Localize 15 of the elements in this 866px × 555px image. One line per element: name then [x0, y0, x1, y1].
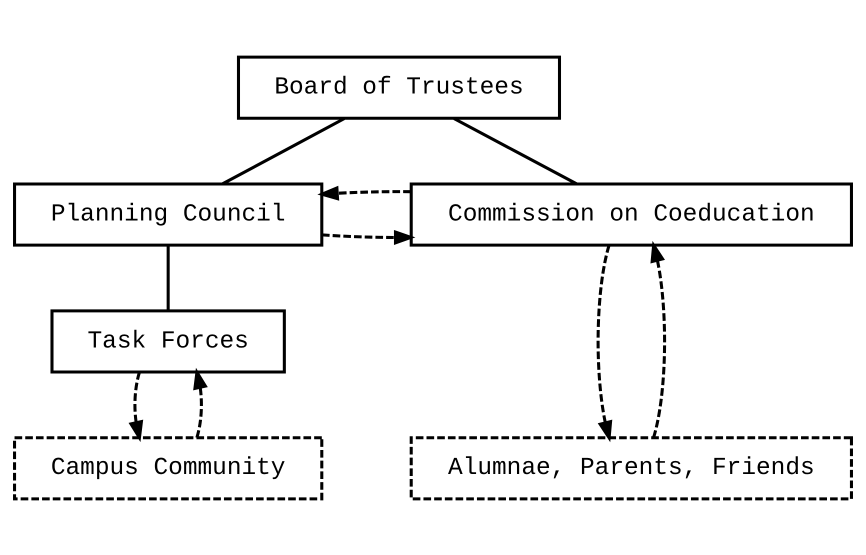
- arrow: [317, 185, 411, 200]
- node-box: Commission on Coeducation: [410, 182, 853, 246]
- arrow: [322, 229, 416, 244]
- arrow: [128, 371, 144, 442]
- node-box: Campus Community: [13, 436, 324, 500]
- node-box: Planning Council: [13, 182, 324, 246]
- arrow: [596, 244, 612, 442]
- arrow: [650, 240, 666, 438]
- connector: [166, 244, 170, 310]
- node-box: Board of Trustees: [236, 55, 562, 120]
- connector: [222, 116, 346, 185]
- arrow: [193, 367, 208, 438]
- connector: [453, 116, 578, 185]
- node-box: Task Forces: [50, 308, 286, 374]
- node-box: Alumnae, Parents, Friends: [410, 436, 853, 500]
